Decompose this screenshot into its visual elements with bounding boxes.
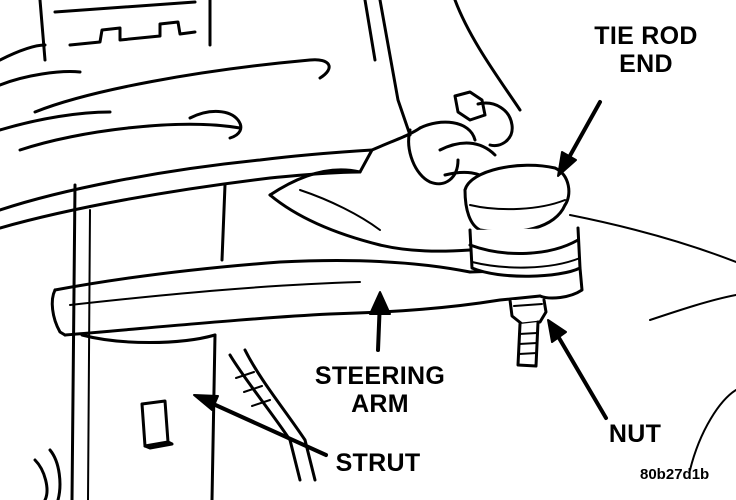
tie-rod-end-label-line2: END xyxy=(619,50,673,78)
tie-rod-end-label-line1: TIE ROD xyxy=(594,22,698,50)
strut-drawing xyxy=(33,183,227,500)
strut-label: STRUT xyxy=(335,449,421,477)
tie-rod-end-label: TIE ROD END xyxy=(580,22,712,78)
nut-arrow xyxy=(550,324,608,420)
steering-arm-label-line2: ARM xyxy=(351,390,409,418)
knuckle-drawing xyxy=(268,0,736,471)
spring-seat-drawing xyxy=(0,0,374,230)
strut-arrow xyxy=(198,396,328,457)
leader-arrows xyxy=(193,100,608,457)
tie-rod-end-drawing xyxy=(438,141,582,368)
figure-id: 80b27d1b xyxy=(640,466,710,483)
steering-arm-label-line1: STEERING xyxy=(314,362,446,390)
steering-arm-label: STEERING ARM xyxy=(300,362,460,418)
nut-label: NUT xyxy=(608,420,662,448)
steering-arm-drawing xyxy=(50,258,584,337)
